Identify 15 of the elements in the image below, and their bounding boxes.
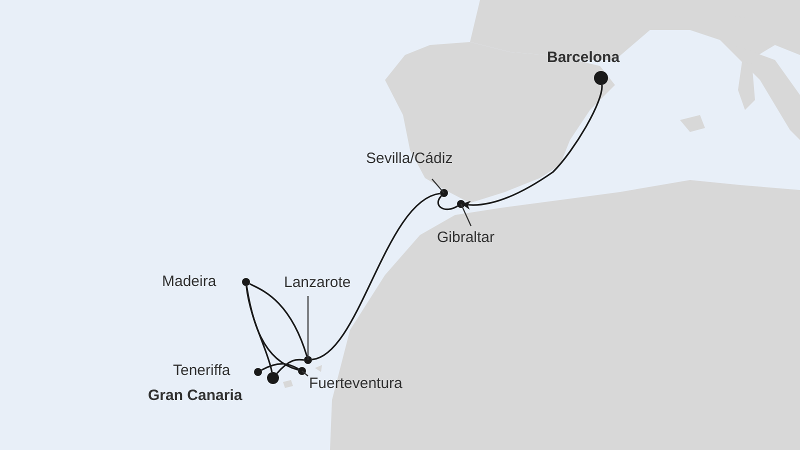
port-label: Gran Canaria <box>148 387 242 405</box>
route-line <box>312 192 440 360</box>
port-label: Madeira <box>162 273 216 291</box>
route-line <box>276 358 304 374</box>
port-label: Teneriffa <box>173 362 230 380</box>
route-line <box>437 195 458 210</box>
port-label: Sevilla/Cádiz <box>366 150 453 168</box>
route-line <box>246 286 298 371</box>
port-label: Fuerteventura <box>309 375 402 393</box>
port-label: Barcelona <box>547 49 620 67</box>
port-label: Lanzarote <box>284 274 351 292</box>
route-line <box>261 363 299 371</box>
route-line <box>246 286 273 372</box>
port-label: Gibraltar <box>437 229 495 247</box>
route-line <box>249 283 308 356</box>
